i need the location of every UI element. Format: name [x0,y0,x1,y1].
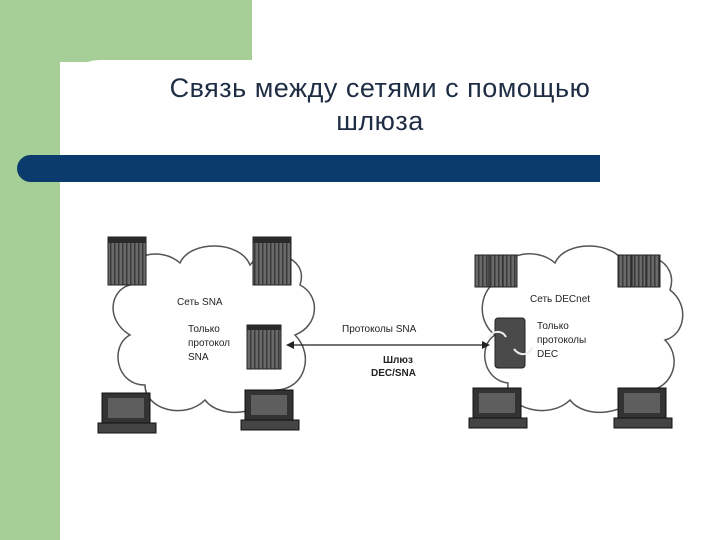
sna-terminal-2 [240,389,300,431]
decnet-cloud [481,245,684,414]
decor-green-left [0,0,60,540]
title-underline-bar [17,155,600,182]
link-label: Протоколы SNA [342,324,417,335]
sna-terminal-1 [97,392,157,434]
sna-cloud [112,245,316,414]
decnet-server-1 [474,254,518,288]
title-line-2: шлюза [336,106,424,136]
decnet-terminal-1 [468,387,528,429]
decnet-protocol-line-3: DEC [537,349,558,360]
sna-network-label: Сеть SNA [177,297,223,308]
slide-title: Связь между сетями с помощью шлюза [80,72,680,138]
sna-mainframe-1 [107,236,147,286]
title-line-1: Связь между сетями с помощью [169,73,591,103]
decnet-protocol-line-2: протоколы [537,335,586,346]
sna-mainframe-2 [252,236,292,286]
sna-link-arrow [286,341,490,349]
gateway-device [487,317,533,369]
gateway-label-line-2: DEC/SNA [371,368,416,379]
decnet-network-label: Сеть DECnet [530,294,590,305]
gateway-label-line-1: Шлюз [383,355,413,366]
sna-protocol-line-1: Только [188,324,220,335]
sna-mainframe-3 [246,324,282,370]
decnet-protocol-line-1: Только [537,321,569,332]
sna-protocol-line-3: SNA [188,352,209,363]
decnet-terminal-2 [613,387,673,429]
decnet-server-2 [617,254,661,288]
network-diagram: Сеть SNA Только протокол SNA Сеть DECnet… [97,236,684,434]
sna-protocol-line-2: протокол [188,338,230,349]
